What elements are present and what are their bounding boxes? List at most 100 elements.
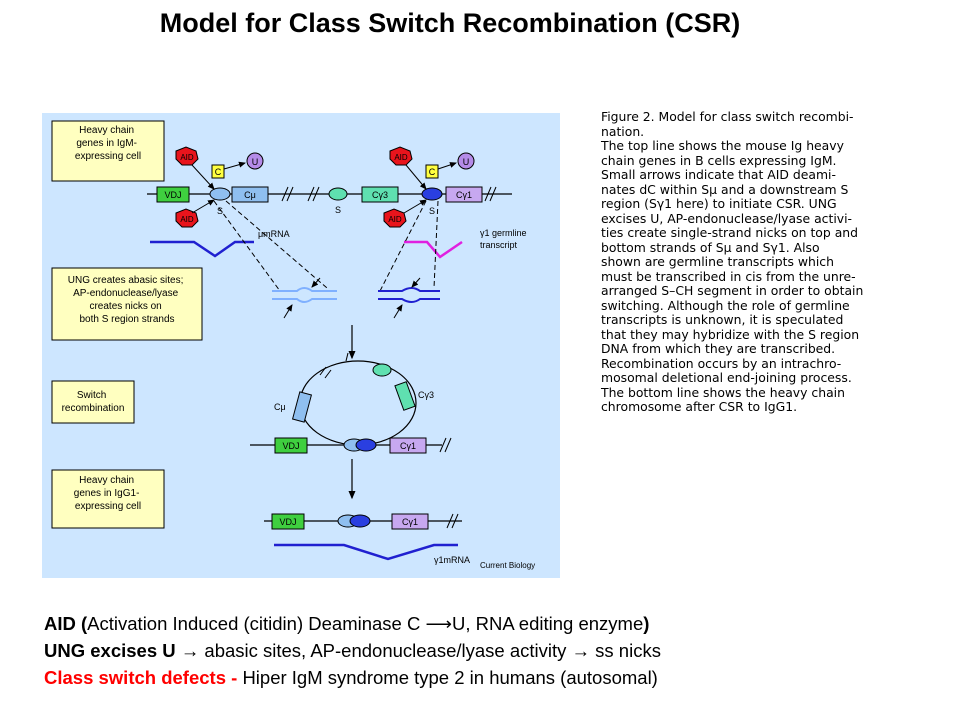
c-gamma3-segment [361, 186, 399, 203]
s-label: S [335, 205, 341, 215]
aid-marker [175, 146, 199, 166]
stage-box-igg1-line: Heavy chain [79, 475, 134, 486]
footnote-aid: AID (Activation Induced (citidin) Deamin… [44, 610, 661, 637]
footnote-aid-bold: AID ( [44, 613, 88, 634]
caption-line: transcripts is unknown, it is speculated [601, 312, 844, 327]
footnote-ung-bold: UNG excises U → [44, 640, 200, 661]
caption-line: DNA from which they are transcribed. [601, 341, 836, 356]
slide-title: Model for Class Switch Recombination (CS… [159, 8, 741, 38]
transcripts: μmRNA γ1 germline transcript [150, 228, 527, 259]
footnote-ung: UNG excises U → abasic sites, AP-endonuc… [44, 637, 661, 664]
c-base-label: C [215, 167, 222, 177]
c-gamma3-label: Cγ3 [372, 190, 388, 200]
s-gamma3-region [372, 363, 392, 377]
aid-markers-sg1: AID C U AID S [383, 146, 475, 228]
igg1-locus: VDJ Cγ1 γ1mRNA Current Biology [264, 513, 535, 570]
c-mu-segment [291, 391, 313, 423]
c-gamma1-label: Cγ1 [402, 517, 418, 527]
stage-box-ung: UNG creates abasic sites; AP-endonucleas… [51, 267, 203, 341]
s-mu-region [209, 187, 231, 201]
s-mu-bottom-strand [272, 298, 337, 303]
c-mu-label: Cμ [274, 402, 286, 412]
caption-line: chromosome after CSR to IgG1. [601, 399, 798, 414]
c-gamma1-label: Cγ1 [400, 441, 416, 451]
uracil-label: U [252, 157, 259, 167]
figure-credit: Current Biology [480, 561, 535, 570]
vdj-label: VDJ [164, 190, 181, 200]
aid-marker [383, 208, 407, 228]
vdj-segment [156, 186, 190, 203]
stage-box-igg1: Heavy chain genes in IgG1- expressing ce… [51, 469, 165, 529]
s-gamma1-region [421, 187, 443, 201]
uracil-marker [246, 152, 264, 170]
c-mu-label: Cμ [244, 190, 256, 200]
caption-line: nates dC within Sμ and a downstream S [601, 181, 849, 197]
stage-box-switch-line: Switch [77, 390, 106, 401]
aid-label: AID [394, 153, 408, 162]
caption-line: The top line shows the mouse Ig heavy [601, 138, 844, 153]
stage-box-igm-line: expressing cell [75, 151, 141, 162]
caption-line: switching. Although the role of germline [601, 297, 850, 313]
excision-circle: Cγ3 Cμ [274, 352, 434, 446]
c-gamma3-label: Cγ3 [418, 390, 434, 400]
c-gamma3-segment [394, 381, 416, 411]
c-gamma1-label: Cγ1 [456, 190, 472, 200]
vdj-label: VDJ [282, 441, 299, 451]
stage-box-igg1-line: genes in IgG1- [74, 488, 140, 499]
igm-locus: VDJ Cμ S Cγ3 Cγ1 [147, 186, 512, 215]
footnote-ung-text: abasic sites, AP-endonuclease/lyase acti… [199, 640, 661, 661]
caption-line: region (Sγ1 here) to initiate CSR. UNG [601, 196, 837, 211]
c-base-label: C [429, 167, 436, 177]
uracil-label: U [463, 157, 470, 167]
caption-line: arranged S–CH segment in order to obtain [601, 283, 864, 298]
stage-box-ung-line: UNG creates abasic sites; [68, 275, 184, 286]
caption-line: nation. [601, 123, 645, 139]
s-label: S [217, 206, 223, 216]
footnote-defects: Class switch defects - Hiper IgM syndrom… [44, 664, 661, 691]
caption-line: ties create single-strand nicks on top a… [601, 225, 859, 240]
svg-text:Heavy chain genes in I: Heavy chain genes in IgM- expressing cel… [75, 125, 141, 162]
caption-line: shown are germline transcripts which [601, 254, 834, 269]
mu-mrna-label: μmRNA [258, 229, 290, 239]
svg-text:UNG creates abasic sites;: UNG creates abasic sites; AP-endonucleas… [68, 275, 186, 325]
stage-box-ung-line: creates nicks on [89, 301, 161, 312]
stage-box-igm: Heavy chain genes in IgM- expressing cel… [51, 120, 165, 182]
footnote-defects-text: Hiper IgM syndrome type 2 in humans (aut… [242, 667, 658, 688]
aid-label: AID [180, 153, 194, 162]
projection-lines [213, 200, 439, 292]
germline-label: γ1 germline [480, 228, 527, 238]
vdj-label: VDJ [279, 517, 296, 527]
svg-text:Switch recombination: Switch recombination [62, 390, 125, 414]
gamma1-germline-transcript [404, 240, 463, 259]
stage-box-switch-line: recombination [62, 403, 125, 414]
figure-caption: Figure 2. Model for class switch recombi… [601, 109, 871, 415]
c-base-marker [425, 164, 439, 179]
caption-line: Recombination occurs by an intrachro- [601, 355, 842, 371]
aid-label: AID [180, 215, 194, 224]
nicked-s-regions [272, 277, 440, 319]
caption-line: that they may hybridize with the S regio… [601, 326, 860, 342]
stage-box-ung-line: both S region strands [79, 314, 174, 325]
s-g1-bottom-strand [378, 298, 440, 303]
caption-line: excises U, AP-endonuclease/lyase activi- [601, 210, 853, 226]
vdj-segment [274, 437, 308, 454]
c-gamma1-segment [391, 513, 429, 530]
caption-line: mosomal deletional end-joining process. [601, 370, 852, 385]
caption-line: must be transcribed in cis from the unre… [601, 268, 856, 284]
aid-marker [389, 146, 413, 166]
s-g1-top-strand [378, 287, 440, 292]
caption-line: chain genes in B cells expressing IgM. [601, 152, 837, 168]
csr-diagram: Heavy chain genes in IgM- expressing cel… [51, 120, 535, 570]
c-gamma1-segment [445, 186, 483, 203]
s-mu-top-strand [272, 287, 337, 292]
footnote-defects-red: Class switch defects - [44, 667, 243, 688]
stage-box-igm-line: Heavy chain [79, 125, 134, 136]
s-gamma3-region [328, 187, 348, 201]
footnote-aid-text: Activation Induced (citidin) Deaminase C… [87, 613, 644, 634]
recombination-locus: VDJ Cγ1 [250, 437, 452, 454]
aid-label: AID [388, 215, 402, 224]
stage-box-igg1-line: expressing cell [75, 501, 141, 512]
gamma1-mrna-label: γ1mRNA [434, 555, 470, 565]
uracil-marker [457, 152, 475, 170]
s-label: S [429, 206, 435, 216]
